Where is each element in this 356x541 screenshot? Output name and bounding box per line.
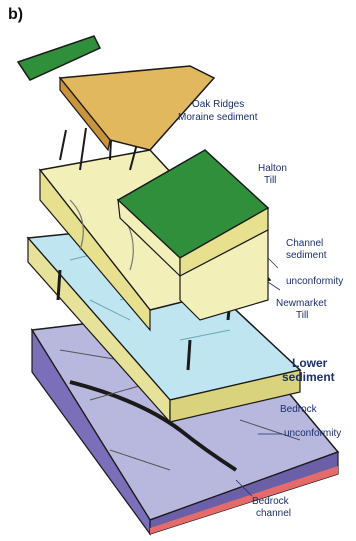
label-unconformity-lower: unconformity — [284, 428, 341, 440]
label-oak-ridges-2: Moraine sediment — [178, 112, 257, 124]
label-halton-2: Till — [264, 175, 276, 187]
label-bedrock: Bedrock — [280, 404, 317, 416]
oak-ridges-slab — [18, 36, 214, 150]
label-lower-1: Lower — [292, 356, 327, 370]
label-bedrock-channel-2: channel — [256, 508, 291, 520]
label-unconformity-upper: unconformity — [286, 276, 343, 288]
label-halton-1: Halton — [258, 163, 287, 175]
label-oak-ridges-1: Oak Ridges — [192, 99, 244, 111]
label-lower-2: sediment — [282, 370, 335, 384]
label-newmarket-2: Till — [296, 310, 308, 322]
label-channel-2: sediment — [286, 250, 327, 262]
label-channel-1: Channel — [286, 238, 323, 250]
label-newmarket-1: Newmarket — [276, 298, 327, 310]
top-green-fragment — [18, 36, 100, 80]
panel-label: b) — [8, 6, 23, 24]
label-bedrock-channel-1: Bedrock — [252, 496, 289, 508]
